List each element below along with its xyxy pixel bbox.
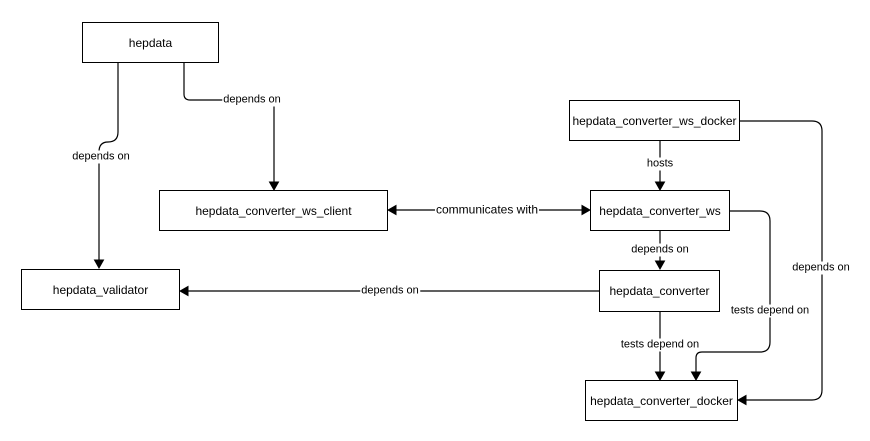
node-hepdata-converter-ws-client: hepdata_converter_ws_client xyxy=(159,190,388,231)
node-hepdata-converter-ws-docker: hepdata_converter_ws_docker xyxy=(569,100,740,141)
edge-ws-to-converter-docker xyxy=(695,210,771,373)
node-hepdata-converter-ws: hepdata_converter_ws xyxy=(590,190,730,231)
edge-ws-docker-to-converter-docker xyxy=(740,120,823,401)
node-hepdata-converter-docker: hepdata_converter_docker xyxy=(585,380,738,421)
arrowhead xyxy=(736,394,747,406)
arrowhead xyxy=(654,371,666,382)
edge-hepdata-to-validator xyxy=(98,63,119,261)
arrowhead xyxy=(581,204,592,216)
arrowhead xyxy=(268,181,280,192)
node-hepdata-validator: hepdata_validator xyxy=(21,269,180,310)
arrowhead xyxy=(654,260,666,271)
node-hepdata: hepdata xyxy=(82,22,219,63)
edge-label-ws-to-converter-docker: tests depend on xyxy=(729,304,811,318)
edge-label-hosts: hosts xyxy=(645,157,675,171)
arrowhead xyxy=(654,181,666,192)
node-hepdata-converter: hepdata_converter xyxy=(599,270,720,312)
arrowhead xyxy=(386,204,397,216)
edge-label-converter-to-converter-docker: tests depend on xyxy=(619,338,701,352)
edge-label-hepdata-to-validator: depends on xyxy=(71,150,131,164)
edge-label-hepdata-to-ws-client: depends on xyxy=(222,93,282,107)
edge-hepdata-to-ws-client xyxy=(183,63,275,183)
edge-label-converter-to-validator: depends on xyxy=(360,284,420,298)
edge-label-ws-docker-to-converter-docker: depends on xyxy=(791,261,851,275)
arrowhead xyxy=(690,371,702,382)
arrowhead xyxy=(93,259,105,270)
edge-label-communicates-with: communicates with xyxy=(434,202,540,217)
arrowhead xyxy=(178,285,189,297)
edge-label-ws-to-converter: depends on xyxy=(630,243,690,257)
